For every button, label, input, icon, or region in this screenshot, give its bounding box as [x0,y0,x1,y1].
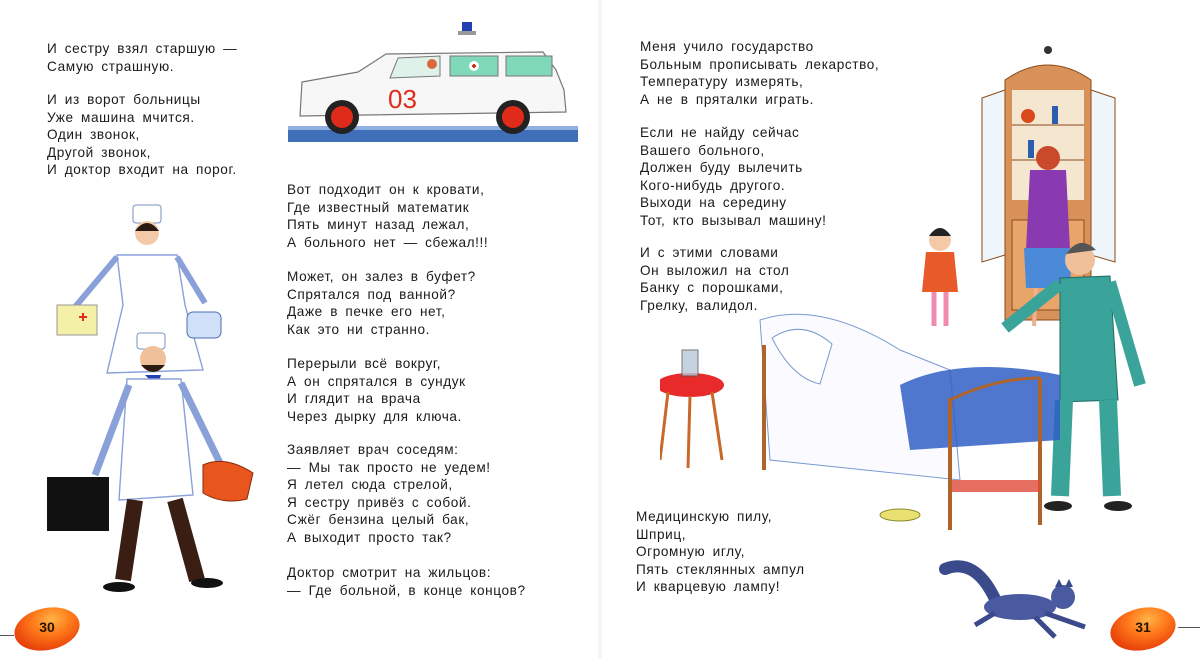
red-cross-icon [472,64,476,68]
verse-line: Доктор смотрит на жильцов: [287,565,492,580]
nurse-doctor-illustration [47,204,254,592]
verse-line: Спрятался под ванной? [287,286,456,302]
stanza: Меня учило государство Больным прописыва… [640,38,879,108]
page-number: 31 [1135,619,1151,635]
page-right: Меня учило государство Больным прописыва… [600,0,1200,658]
verse-line: И доктор входит на порог. [47,162,237,178]
verse-line: Грелку, валидол. [640,297,758,313]
stool [660,349,724,469]
verse-line: Медицинскую пилу, [636,509,773,524]
ambulance-number: 03 [388,84,417,114]
verse-line: А больного нет — сбежал!!! [287,234,489,250]
verse-line: Пять стеклянных ампул [636,561,805,577]
stanza: Перерыли всё вокруг, А он спрятался в су… [287,355,466,425]
verse-line: Как это ни странно. [287,321,431,337]
stanza: Может, он залез в буфет? Спрятался под в… [287,268,476,338]
verse-line: Пять минут назад лежал, [287,217,470,233]
verse-line: Больным прописывать лекарство, [640,56,880,72]
stanza: И с этими словами Он выложил на стол Бан… [640,244,789,314]
briefcase-icon [47,477,109,531]
siren-light-icon [462,22,472,32]
cat-illustration [939,560,1086,639]
verse-line: Он выложил на стол [640,262,790,278]
verse-line: Если не найду сейчас [640,125,800,140]
verse-line: И кварцевую лампу! [636,579,781,595]
verse-line: Даже в печке его нет, [287,304,446,320]
verse-line: Может, он залез в буфет? [287,269,476,284]
stanza: Доктор смотрит на жильцов: — Где больной… [287,564,526,599]
verse-line: Где известный математик [287,199,470,215]
verse-line: Уже машина мчится. [47,109,195,125]
verse-line: А он спрятался в сундук [287,373,466,389]
stanza: Заявляет врач соседям: — Мы так просто н… [287,441,491,547]
medical-kit-icon [56,304,98,336]
verse-line: Тот, кто вызывал машину! [640,212,827,228]
page-number: 30 [39,619,55,635]
stanza: Медицинскую пилу, Шприц, Огромную иглу, … [636,508,805,596]
stanza: Если не найду сейчас Вашего больного, До… [640,124,827,230]
verse-line: Огромную иглу, [636,544,746,560]
stanza: И из ворот больницы Уже машина мчится. О… [47,91,237,179]
verse-line: И с этими словами [640,245,779,260]
bedroom-scene-illustration [660,46,1146,530]
verse-line: Один звонок, [47,127,140,143]
verse-line: Вашего больного, [640,142,765,158]
verse-line: Я летел сюда стрелой, [287,477,453,493]
balloon-string [0,635,14,636]
verse-line: Температуру измерять, [640,74,804,90]
verse-line: Другой звонок, [47,144,152,160]
verse-line: — Где больной, в конце концов? [287,582,526,598]
verse-line: Я сестру привёз с собой. [287,494,472,510]
verse-line: Сжёг бензина целый бак, [287,512,470,528]
verse-line: Шприц, [636,526,687,542]
verse-line: Вот подходит он к кровати, [287,182,485,197]
verse-line: А не в пряталки играть. [640,91,814,107]
book-gutter [597,0,603,658]
verse-line: Должен буду вылечить [640,160,803,176]
verse-line: Заявляет врач соседям: [287,442,459,457]
verse-line: А выходит просто так? [287,529,452,545]
ambulance-illustration: 03 [288,22,578,142]
page-number-left: 30 [10,601,84,657]
verse-line: Выходи на середину [640,195,787,211]
verse-line: Перерыли всё вокруг, [287,356,442,371]
verse-line: Меня учило государство [640,39,814,54]
verse-line: Банку с порошками, [640,280,784,296]
doctor-bag-icon [202,460,254,502]
quilt [900,367,1060,450]
page-left: И сестру взял старшую — Самую страшную. … [0,22,578,657]
stanza: И сестру взял старшую — Самую страшную. [47,40,237,75]
verse-line: Через дырку для ключа. [287,408,462,424]
bed [759,313,1060,530]
verse-line: Кого-нибудь другого. [640,177,786,193]
verse-line: — Мы так просто не уедем! [287,459,491,475]
verse-line: И сестру взял старшую — [47,41,238,56]
verse-line: И из ворот больницы [47,92,201,107]
verse-line: И глядит на врача [287,391,421,407]
verse-line: Самую страшную. [47,58,175,74]
balloon-string [1178,627,1200,628]
stanza: Вот подходит он к кровати, Где известный… [287,181,488,251]
page-number-right: 31 [1106,601,1180,657]
